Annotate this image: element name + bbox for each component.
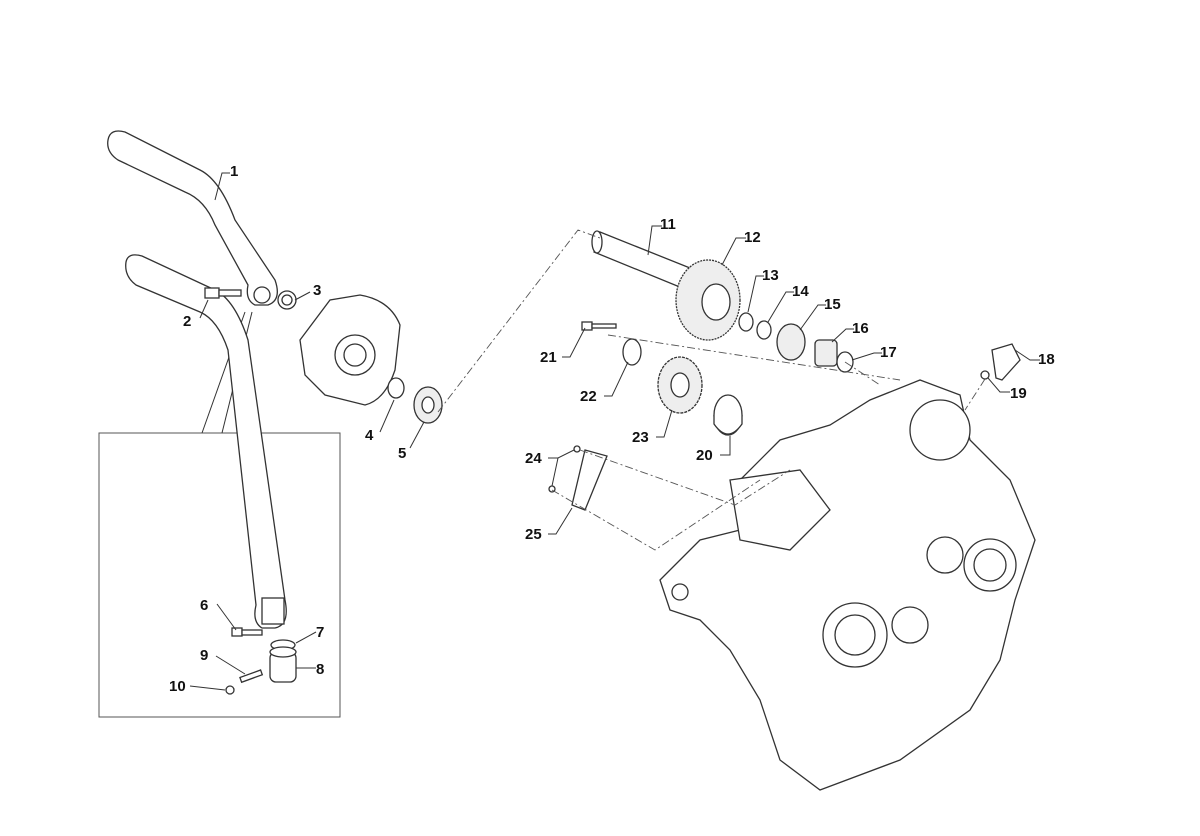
plate-22 (622, 338, 642, 366)
callout-5: 5 (398, 445, 406, 462)
cover (299, 294, 401, 406)
screw-21 (581, 321, 617, 331)
ball-10 (225, 685, 235, 695)
assembly-line (607, 334, 901, 381)
assembly-line (437, 229, 601, 413)
callout-16: 16 (852, 320, 869, 337)
callout-21: 21 (540, 349, 557, 366)
callout-23: 23 (632, 429, 649, 446)
assembly-line (964, 378, 986, 411)
screw-24a (573, 445, 581, 453)
callout-18: 18 (1038, 351, 1055, 368)
washer-13 (738, 312, 754, 332)
callout-10: 10 (169, 678, 186, 695)
callout-14: 14 (792, 283, 809, 300)
leader-lines (189, 172, 1040, 691)
callout-labels: 1 2 3 4 5 6 7 8 9 10 11 12 13 14 15 16 1… (169, 163, 1055, 695)
spring-5 (413, 386, 443, 424)
bushing-20 (713, 394, 743, 436)
callout-11: 11 (660, 216, 676, 233)
callout-6: 6 (200, 597, 208, 614)
callout-19: 19 (1010, 385, 1027, 402)
spring-16 (814, 339, 838, 367)
guide-25 (571, 449, 608, 511)
bolt-2 (204, 287, 242, 299)
callout-2: 2 (183, 313, 191, 330)
bolt-18 (991, 343, 1021, 381)
kick-lever (107, 130, 278, 306)
assembly-line (579, 449, 791, 506)
callout-4: 4 (365, 427, 374, 444)
callout-24: 24 (525, 450, 542, 467)
washer-19 (980, 370, 990, 380)
shaft-8 (269, 646, 297, 683)
callout-17: 17 (880, 344, 897, 361)
callout-22: 22 (580, 388, 597, 405)
ratchet-15 (776, 323, 806, 361)
callout-25: 25 (525, 526, 542, 543)
kick-lever-inset (125, 254, 287, 629)
callout-15: 15 (824, 296, 841, 313)
callout-7: 7 (316, 624, 324, 641)
bushing-4 (387, 377, 405, 399)
crankcase (659, 379, 1036, 791)
callout-13: 13 (762, 267, 779, 284)
callout-1: 1 (230, 163, 238, 180)
assembly-line (844, 361, 881, 386)
washer-14 (756, 320, 772, 340)
gear-12 (675, 259, 741, 341)
callout-8: 8 (316, 661, 324, 678)
callout-20: 20 (696, 447, 713, 464)
assembly-line (551, 479, 761, 551)
callout-9: 9 (200, 647, 208, 664)
gear-23 (657, 356, 703, 414)
bolt-6 (231, 627, 263, 637)
detail-inset-box (98, 432, 341, 718)
callout-12: 12 (744, 229, 761, 246)
spring-9 (239, 669, 264, 684)
callout-3: 3 (313, 282, 321, 299)
